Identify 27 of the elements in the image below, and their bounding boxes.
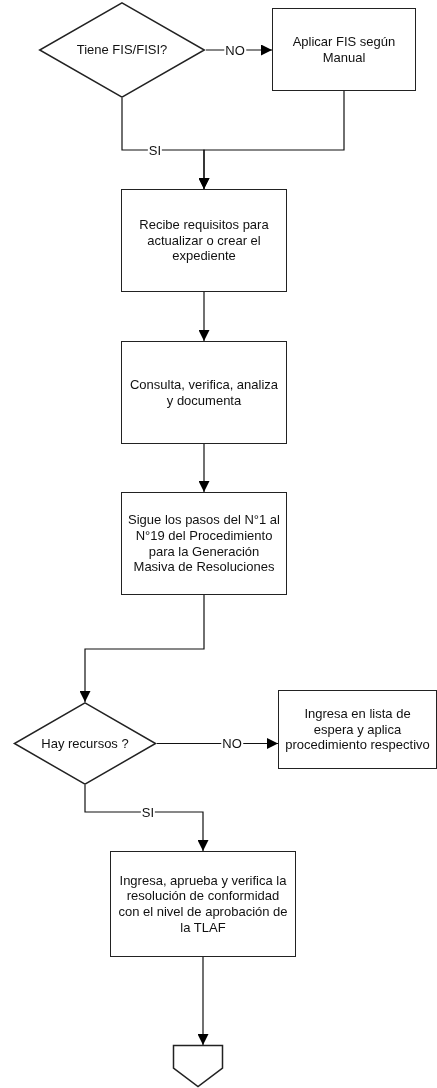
process-box [121,492,287,595]
decision-diamond [13,702,157,785]
decision-diamond [38,2,206,98]
edge-label: NO [224,43,246,57]
node-text: Tiene FIS/FISI? [76,42,168,58]
process-box [121,189,287,292]
arrow [79,594,205,703]
node-text: Sigue los pasos del N°1 al N°19 del Procedimiento para la Generación Masiva de Resoluciones [128,512,280,575]
node-text: Consulta, verifica, analiza y documenta [128,376,280,409]
node-text: Recibe requisitos para actualizar o crear el expediente [138,217,270,264]
off-page-connector [173,1045,223,1087]
node-text: Hay recursos ? [41,735,129,752]
process-box [121,341,287,444]
arrow [198,90,345,190]
process-box [278,690,437,769]
node-text: Aplicar FIS según Manual [291,33,397,66]
arrow [198,443,210,493]
arrow [84,784,209,852]
node-text: Ingresa en lista de espera y aplica procedimiento respectivo [285,706,430,753]
edge-label: NO [221,736,243,750]
arrow [198,291,210,342]
edge-label: SI [147,143,163,157]
process-box [272,8,416,91]
process-box [110,851,296,957]
node-text: Ingresa, aprueba y verifica la resolución de conformidad con el nivel de aprobación de la TLAF [117,872,289,936]
arrow [197,956,209,1046]
edge-label: SI [140,805,156,819]
